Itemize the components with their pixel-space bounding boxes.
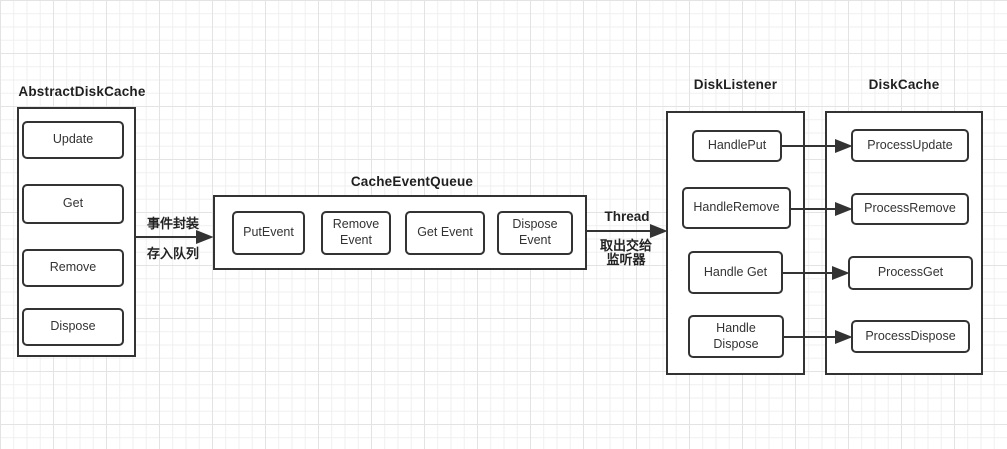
arrow-thread: [587, 224, 668, 238]
node-process-dispose: ProcessDispose: [851, 320, 970, 353]
group-title-disk-listener: DiskListener: [693, 77, 778, 92]
node-remove: Remove: [22, 249, 124, 287]
node-process-update: ProcessUpdate: [851, 129, 969, 162]
node-remove-event: Remove Event: [321, 211, 391, 255]
node-put-event: PutEvent: [232, 211, 305, 255]
node-handle-remove: HandleRemove: [682, 187, 791, 229]
group-title-disk-cache: DiskCache: [868, 77, 940, 92]
label-thread: Thread: [604, 209, 650, 224]
node-handle-get: Handle Get: [688, 251, 783, 294]
arrow-enqueue: [136, 230, 214, 244]
label-enqueue-top: 事件封装: [146, 216, 199, 231]
node-dispose-event: Dispose Event: [497, 211, 573, 255]
node-get-event: Get Event: [405, 211, 485, 255]
label-enqueue-bottom: 存入队列: [146, 246, 199, 261]
group-title-abstract-disk-cache: AbstractDiskCache: [18, 84, 146, 99]
label-thread-sub: 取出交给 监听器: [599, 238, 652, 267]
node-dispose: Dispose: [22, 308, 124, 346]
node-update: Update: [22, 121, 124, 159]
node-handle-put: HandlePut: [692, 130, 782, 162]
group-title-cache-event-queue: CacheEventQueue: [350, 174, 474, 189]
node-process-remove: ProcessRemove: [851, 193, 969, 225]
node-get: Get: [22, 184, 124, 224]
node-process-get: ProcessGet: [848, 256, 973, 290]
node-handle-dispose: Handle Dispose: [688, 315, 784, 358]
